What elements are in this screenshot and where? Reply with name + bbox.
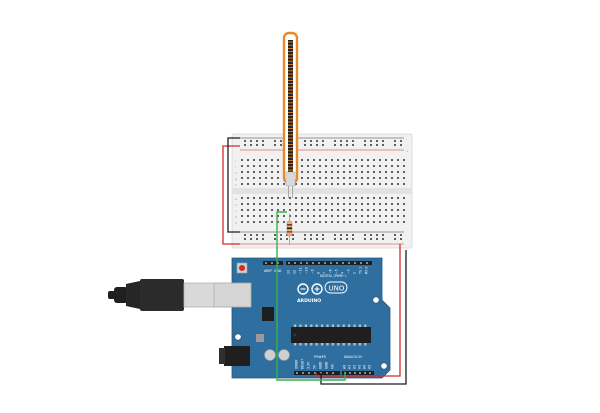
crystal [256, 334, 264, 342]
model-badge [324, 281, 348, 294]
analog-pin-label: A3 [358, 365, 362, 369]
power-pin-label: 5V [313, 364, 317, 369]
gnd-label: GND [274, 269, 282, 273]
usb-plug [140, 279, 184, 311]
wire-red-5v[interactable] [315, 244, 401, 377]
row-letter: j [234, 159, 236, 163]
digital-pin-label: 12 [293, 270, 297, 274]
analog-pin-label: A2 [353, 365, 357, 369]
capacitor [278, 349, 290, 361]
wires [222, 137, 407, 385]
power-header [294, 371, 340, 375]
wire-red-left[interactable] [222, 145, 240, 245]
row-letter: b [235, 215, 237, 219]
usb-plug-metal [183, 282, 215, 308]
wire-black-gnd[interactable] [320, 250, 407, 385]
digital-pin-label: ~11 [299, 267, 303, 274]
power-pin-label: GND [325, 361, 329, 369]
digital-pin-label: TX 1 [359, 267, 363, 275]
power-pin-label: Vin [331, 364, 335, 369]
rail-plus-label: + [406, 149, 409, 153]
digital-pin-label: RX 0 [365, 267, 369, 274]
row-letter: f [235, 183, 237, 187]
chip-pins [294, 324, 367, 346]
mounting-hole [380, 362, 388, 370]
digital-pin-label: 2 [353, 272, 357, 274]
analog-header [342, 371, 374, 375]
digital-pin-label: 4 [341, 272, 345, 274]
mounting-hole [372, 296, 380, 304]
digital-pin-label: ~9 [311, 269, 315, 274]
analog-pin-label: A5 [368, 365, 372, 369]
digital-pin-label: ~6 [329, 269, 333, 274]
analog-pin-label: A4 [363, 365, 367, 369]
row-letter: g [235, 177, 237, 181]
row-letter: a [235, 221, 237, 225]
atmega-chip [291, 327, 371, 343]
flex-sensor[interactable] [282, 31, 299, 198]
top-power-rail: - + [240, 137, 409, 153]
brand-label: ARDUINO [297, 298, 321, 304]
wire-green-a0[interactable] [276, 211, 346, 381]
flex-sensor-connector [285, 171, 296, 187]
bottom-power-rail [240, 231, 404, 245]
flex-sensor-traces [288, 41, 293, 171]
usb-port [212, 282, 252, 308]
digital-pin-label: ~5 [335, 269, 339, 274]
power-pin-label: RESET [301, 359, 305, 369]
rail-minus-label: - [406, 137, 407, 141]
row-letter: d [235, 203, 237, 207]
digital-header-label: DIGITAL (PWM~) [320, 274, 346, 278]
analog-pin-label: A1 [348, 365, 352, 369]
arduino-logo: ARDUINO [297, 283, 323, 304]
wire-black-left[interactable] [227, 137, 240, 233]
row-letter: h [235, 171, 237, 175]
digital-pin-label: 13 [287, 270, 291, 274]
power-jack [224, 346, 250, 366]
center-channel [232, 188, 412, 194]
digital-pin-label: ~3 [347, 269, 351, 274]
usb-cable[interactable] [108, 279, 215, 311]
row-letters: j i h g f e d c b a [234, 159, 237, 225]
analog-header-label: ANALOG IN [344, 355, 362, 359]
usb-chip [262, 307, 274, 321]
capacitor [264, 349, 276, 361]
power-header-label: POWER [314, 355, 327, 359]
power-pin-label: GND [319, 361, 323, 369]
digital-header [286, 261, 372, 265]
analog-pin-label: A0 [343, 365, 347, 369]
resistor[interactable] [286, 214, 293, 245]
power-pin-label: 3.3V [307, 361, 311, 369]
digital-pin-label: 8 [317, 272, 321, 274]
digital-pin-label: ~10 [305, 267, 309, 274]
mounting-hole [234, 333, 242, 341]
row-letter: i [235, 165, 236, 169]
reset-button-cap [239, 265, 245, 271]
aref-label: AREF [264, 269, 272, 273]
breadboard-holes [241, 140, 405, 240]
row-letter: c [235, 209, 237, 213]
digital-pin-label: 7 [323, 272, 327, 274]
row-letter: e [235, 197, 237, 201]
breadboard[interactable]: - + j i h g f e d c b a [231, 133, 413, 249]
power-pin-label: IOREF [295, 359, 299, 369]
model-label: UNO [329, 285, 345, 293]
